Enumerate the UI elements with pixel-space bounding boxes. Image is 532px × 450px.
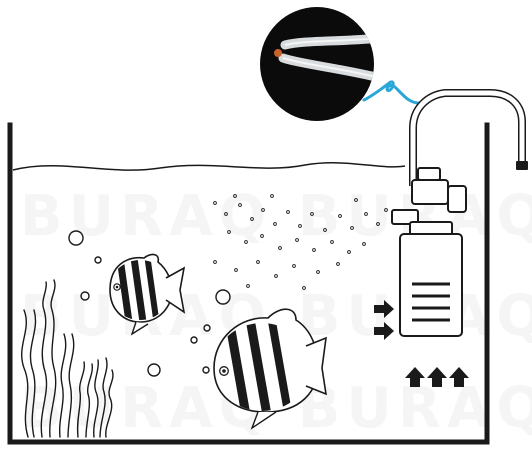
- upflow-arrows-icon: [405, 367, 469, 387]
- curly-connector-icon: [364, 82, 421, 103]
- filter-pump-icon: [392, 168, 466, 336]
- tube-closeup-inset: [260, 7, 380, 121]
- water-surface: [13, 163, 405, 170]
- fish-icon: [110, 255, 184, 334]
- seaweed-icon: [22, 280, 113, 437]
- fish-icon: [214, 309, 326, 428]
- inflow-arrows-icon: [374, 300, 394, 340]
